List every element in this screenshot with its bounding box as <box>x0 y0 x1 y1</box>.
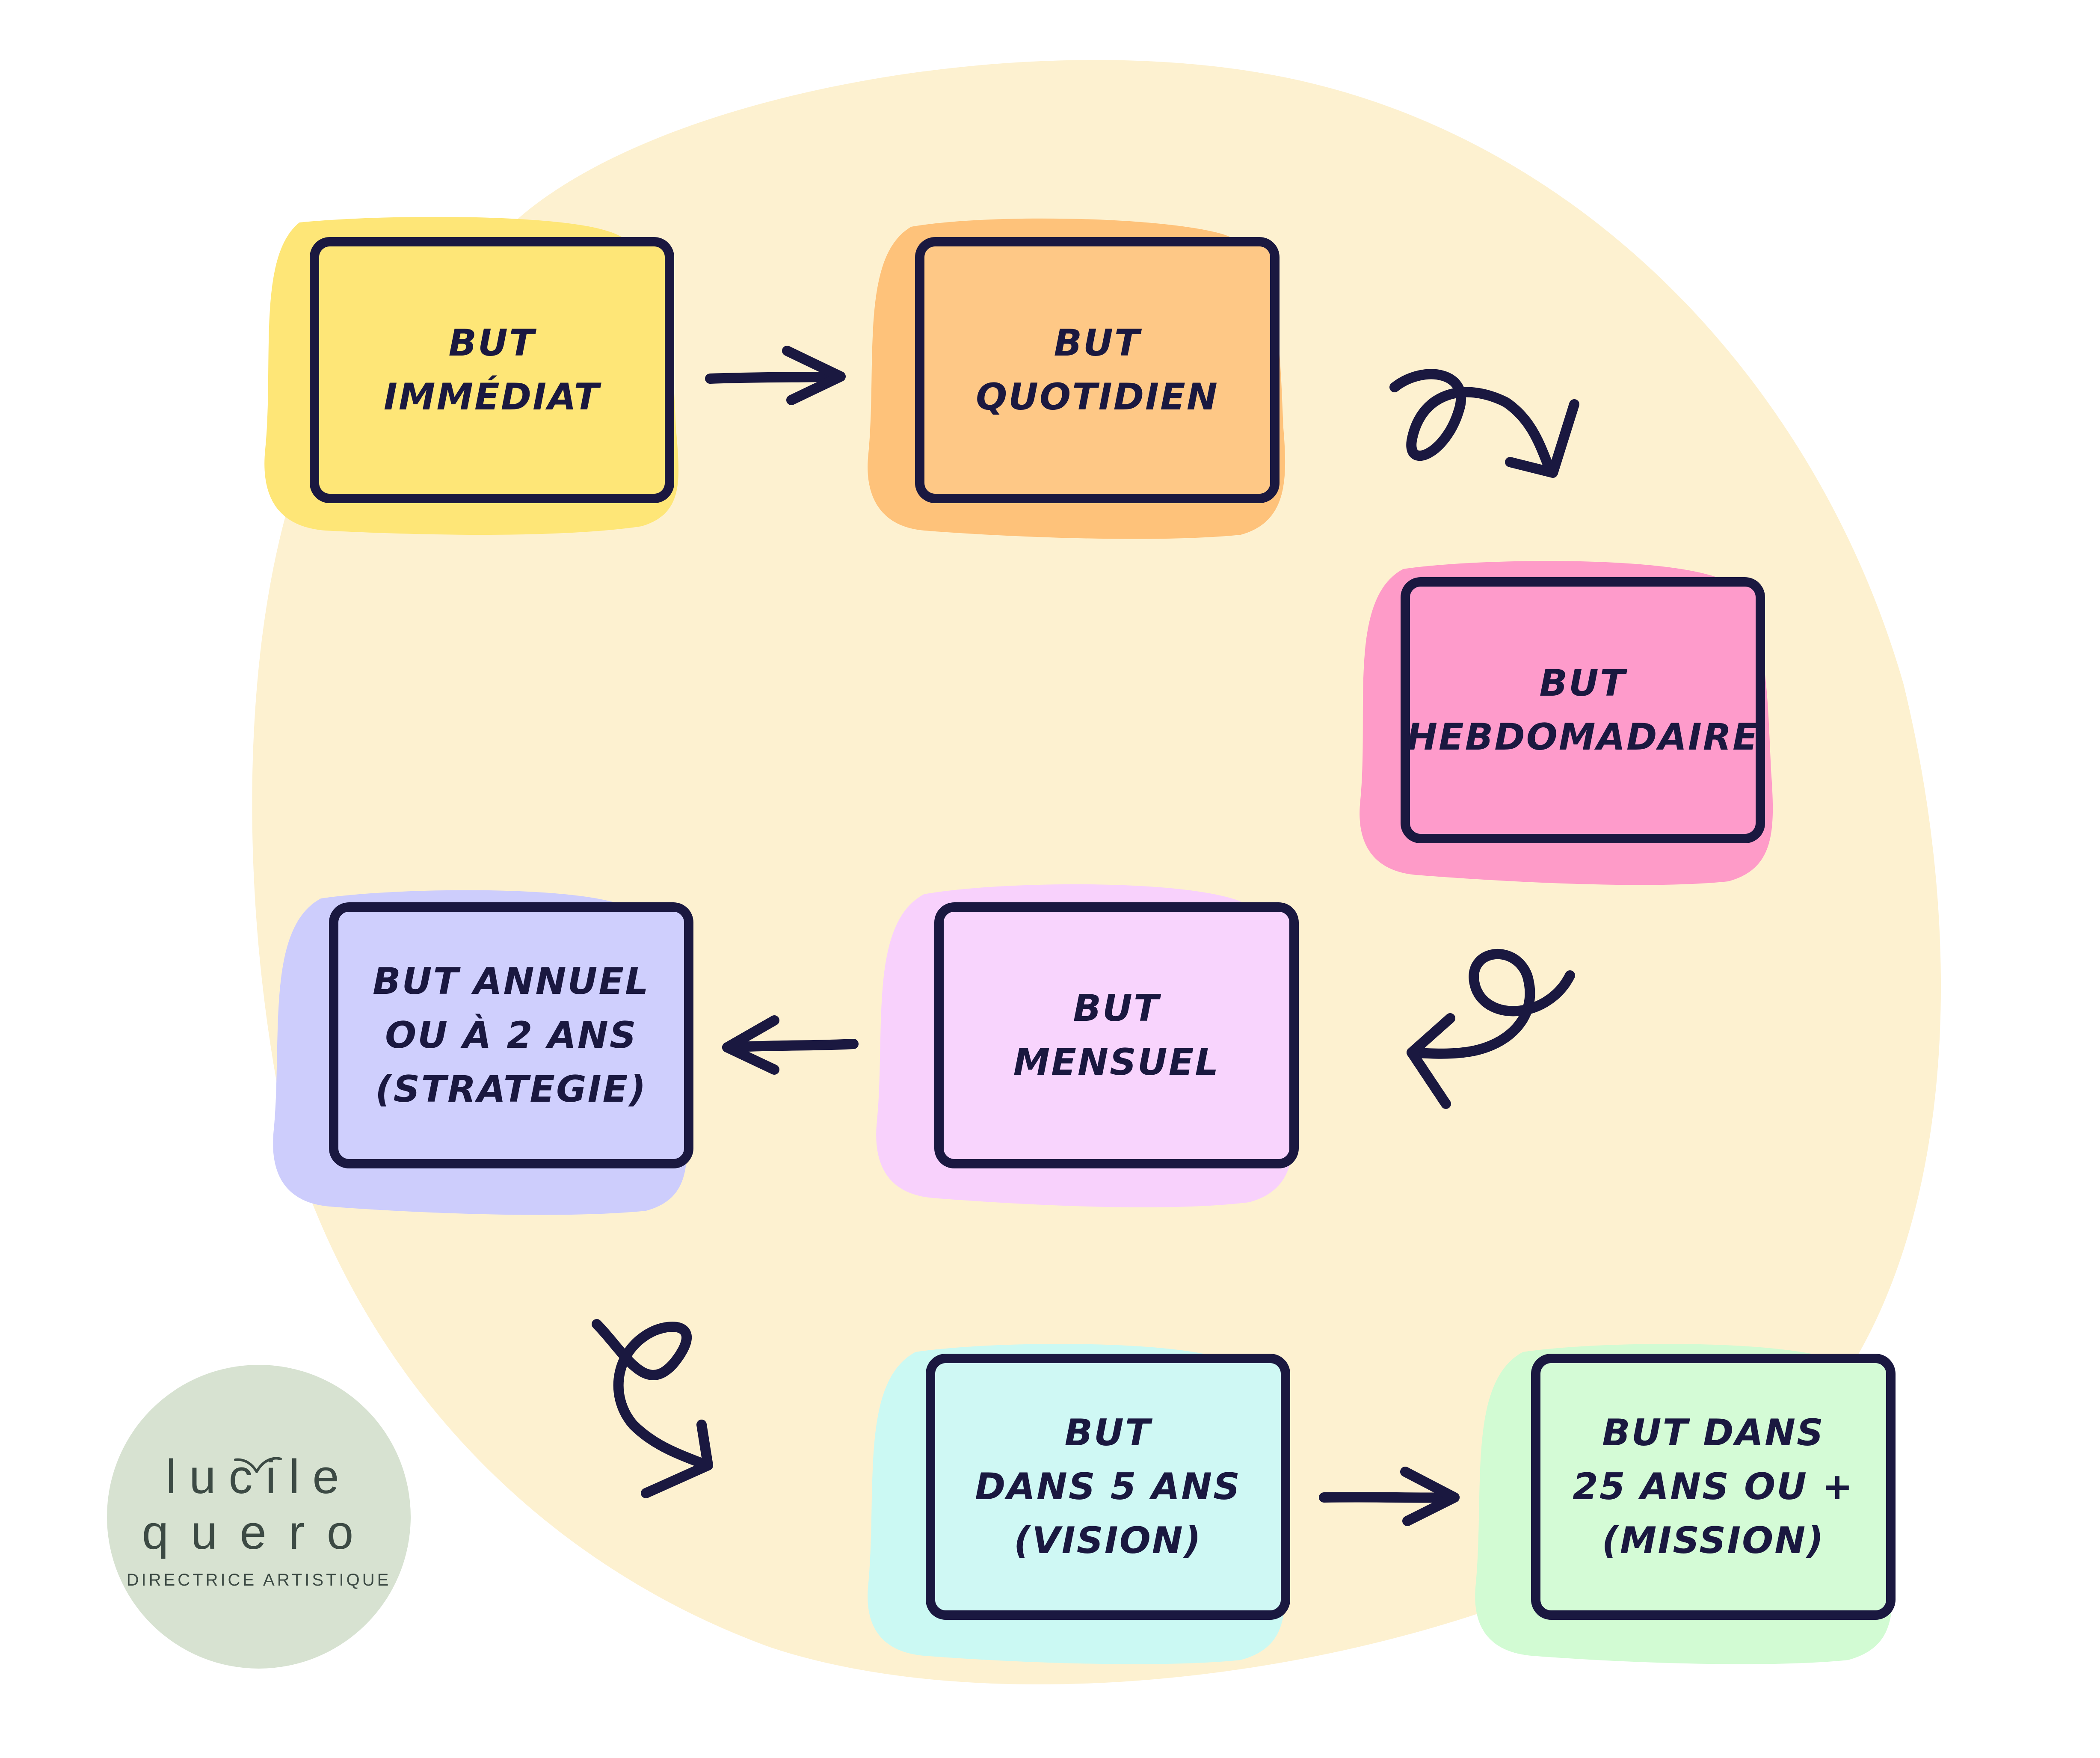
logo-tagline: DIRECTRICE ARTISTIQUE <box>126 1571 391 1589</box>
arrow-annuel-to-cinq-ans <box>592 1319 713 1498</box>
logo: lucile quero DIRECTRICE ARTISTIQUE <box>107 1365 411 1669</box>
box-hebdomadaire <box>1401 577 1765 843</box>
label-immediat: BUT IMMÉDIAT <box>383 322 601 418</box>
logo-name-last: quero <box>142 1506 376 1559</box>
box-mensuel <box>934 902 1299 1168</box>
label-quotidien: BUT QUOTIDIEN <box>976 322 1219 418</box>
box-annuel <box>329 902 693 1168</box>
logo-name-first: lucile <box>166 1450 352 1503</box>
label-hebdomadaire: BUT HEBDOMADAIRE <box>1407 662 1759 759</box>
arrow-cinq-ans-to-vingt-cinq <box>1319 1467 1460 1526</box>
arrow-quotidien-to-hebdomadaire <box>1389 369 1579 478</box>
arrow-hebdomadaire-to-mensuel <box>1407 949 1575 1109</box>
arrow-mensuel-to-annuel <box>722 1015 859 1075</box>
box-cinq-ans <box>926 1354 1290 1620</box>
box-vingt-cinq <box>1531 1354 1896 1620</box>
logo-sprout-icon <box>234 1457 282 1473</box>
box-quotidien <box>915 237 1280 503</box>
logo-circle <box>107 1365 411 1669</box>
label-mensuel: BUT MENSUEL <box>1013 987 1220 1084</box>
arrow-immediat-to-quotidien <box>705 346 846 405</box>
label-annuel: BUT ANNUEL OU À 2 ANS (STRATEGIE) <box>373 960 650 1111</box>
label-cinq-ans: BUT DANS 5 ANS (VISION) <box>974 1411 1241 1562</box>
label-vingt-cinq: BUT DANS 25 ANS OU + (MISSION) <box>1573 1411 1854 1562</box>
box-immediat <box>310 237 674 503</box>
